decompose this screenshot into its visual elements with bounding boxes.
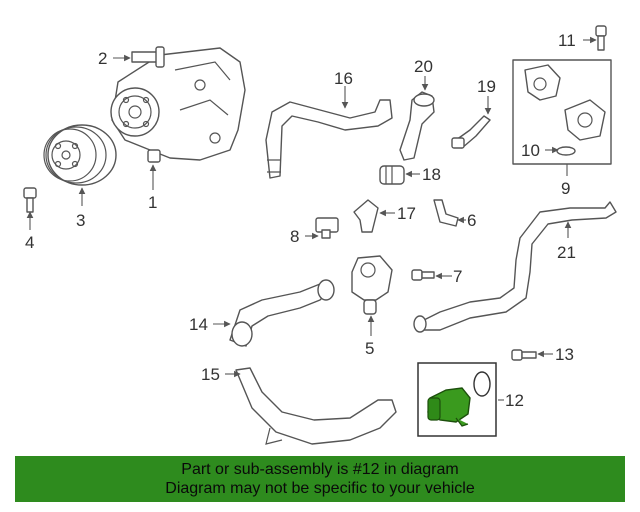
callout-16[interactable]: 16	[334, 69, 353, 88]
bolt-part-13[interactable]	[511, 349, 537, 361]
bracket-part-6[interactable]	[433, 199, 459, 227]
leader-lines	[26, 36, 597, 401]
thermostat-housing-part-5[interactable]	[351, 255, 393, 315]
callout-9[interactable]: 9	[561, 179, 570, 198]
callout-20[interactable]: 20	[414, 57, 433, 76]
banner-line-1: Part or sub-assembly is #12 in diagram	[181, 461, 459, 478]
callout-14[interactable]: 14	[189, 315, 208, 334]
callout-7[interactable]: 7	[453, 267, 462, 286]
callout-2[interactable]: 2	[98, 49, 107, 68]
bolt-part-4[interactable]	[23, 187, 37, 213]
fitting-part-18[interactable]	[379, 165, 405, 185]
callout-21[interactable]: 21	[557, 243, 576, 262]
callout-10[interactable]: 10	[521, 141, 540, 160]
thermostat-kit-box[interactable]	[512, 59, 612, 165]
bolt-part-2[interactable]	[131, 46, 165, 68]
banner-line-2: Diagram may not be specific to your vehi…	[165, 480, 475, 497]
sensor-part-8[interactable]	[315, 217, 339, 239]
bolt-part-11[interactable]	[595, 25, 607, 51]
callout-17[interactable]: 17	[397, 204, 416, 223]
info-banner: Part or sub-assembly is #12 in diagram D…	[15, 456, 625, 502]
callout-11[interactable]: 11	[558, 31, 576, 50]
sensor-part-19[interactable]	[451, 115, 491, 149]
hose-part-14[interactable]	[229, 279, 335, 347]
hose-part-21[interactable]	[413, 201, 617, 333]
callout-8[interactable]: 8	[290, 227, 299, 246]
hose-part-16[interactable]	[265, 99, 393, 179]
pulley-part[interactable]	[43, 124, 117, 186]
callout-18[interactable]: 18	[422, 165, 441, 184]
callout-19[interactable]: 19	[477, 77, 496, 96]
hose-part-15[interactable]	[235, 367, 397, 445]
callout-15[interactable]: 15	[201, 365, 220, 384]
callout-labels: 1 2 3 4 5 6 7 8 9 10 11 12 13 14 15 16 1…	[25, 31, 576, 410]
hose-part-20[interactable]	[399, 91, 435, 161]
callout-13[interactable]: 13	[555, 345, 574, 364]
callout-12[interactable]: 12	[505, 391, 524, 410]
callout-4[interactable]: 4	[25, 233, 34, 252]
callout-5[interactable]: 5	[365, 339, 374, 358]
callout-1[interactable]: 1	[148, 193, 157, 212]
callout-3[interactable]: 3	[76, 211, 85, 230]
callout-6[interactable]: 6	[467, 211, 476, 230]
connector-part-17[interactable]	[353, 199, 379, 233]
highlighted-part-12-box[interactable]	[417, 362, 497, 437]
water-pump-part[interactable]	[110, 47, 246, 163]
o-ring-part[interactable]	[473, 371, 491, 397]
bolt-part-7[interactable]	[411, 269, 435, 281]
